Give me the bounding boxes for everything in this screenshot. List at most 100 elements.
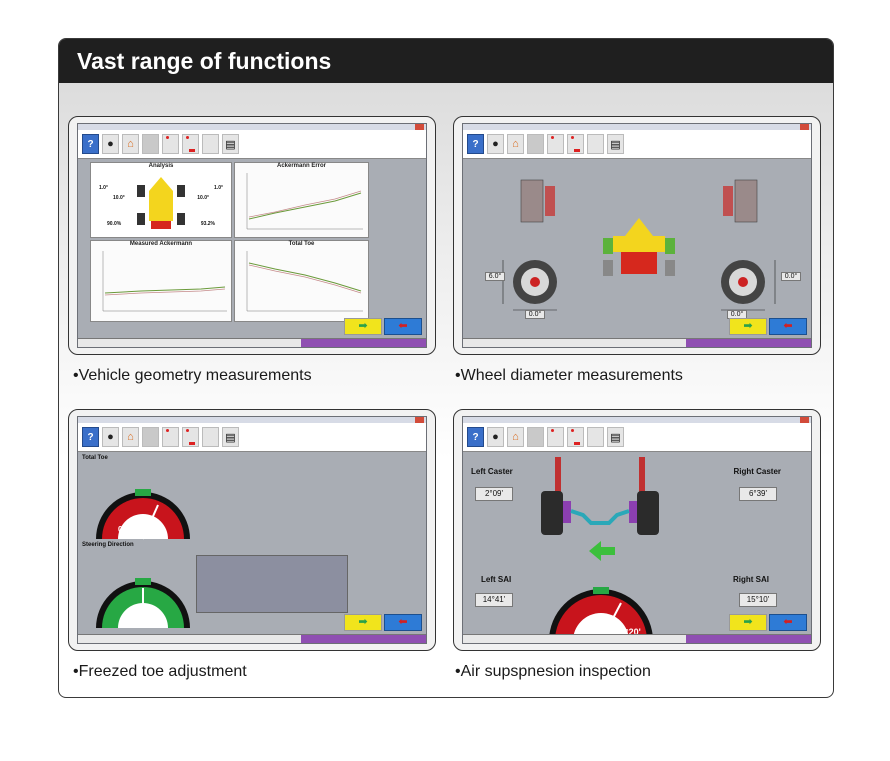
close-icon[interactable] <box>415 417 424 423</box>
arrow-right-icon: ➡ <box>358 616 368 628</box>
mode-indicator <box>685 339 811 347</box>
app-window: ? ● ⌂ ▤ Total Toe 0.20° Steering Directi… <box>77 416 427 644</box>
app-window: ? ● ⌂ ▤ Left Caster 2°09' Right Caster 6… <box>462 416 812 644</box>
steering-gauge-value: 0.0° <box>126 613 141 622</box>
functions-panel: Vast range of functions ? ● ⌂ ▤ Analysis <box>58 38 834 698</box>
back-button[interactable]: ⬅ <box>384 318 422 335</box>
title-bar <box>463 124 811 130</box>
caption-wheel-diameter: •Wheel diameter measurements <box>455 367 683 384</box>
tool-button[interactable] <box>527 134 544 154</box>
next-button[interactable]: ➡ <box>729 318 767 335</box>
toolbar: ? ● ⌂ ▤ <box>78 423 426 452</box>
reading-left-mid: 10.0° <box>113 195 125 201</box>
status-bar <box>78 634 426 643</box>
total-toe-label: Total Toe <box>82 455 108 461</box>
chart-title: Measured Ackermann <box>129 241 193 247</box>
left-caster-label: Left Caster <box>471 467 513 476</box>
next-button[interactable]: ➡ <box>729 614 767 631</box>
close-icon[interactable] <box>800 417 809 423</box>
measured-ackermann-chart: Measured Ackermann <box>90 240 232 322</box>
tool-button[interactable] <box>202 427 219 447</box>
toolbar: ? ● ⌂ ▤ <box>463 130 811 159</box>
chart-title: Ackermann Error <box>276 163 327 169</box>
wheel-icon[interactable]: ● <box>102 134 119 154</box>
total-toe-chart: Total Toe <box>234 240 369 322</box>
right-caster-value: 6°39' <box>739 487 777 501</box>
tool-button[interactable] <box>162 134 179 154</box>
close-icon[interactable] <box>415 124 424 130</box>
tool-button[interactable] <box>587 134 604 154</box>
caption-air-suspension: •Air supspnesion inspection <box>455 663 651 680</box>
wheel-icon[interactable]: ● <box>487 427 504 447</box>
tool-button[interactable] <box>142 134 159 154</box>
status-bar <box>463 634 811 643</box>
arrow-left-icon: ⬅ <box>398 616 408 628</box>
back-button[interactable]: ⬅ <box>769 318 807 335</box>
home-icon[interactable]: ⌂ <box>122 134 139 154</box>
right-sai-value: 15°10' <box>739 593 777 607</box>
toolbar: ? ● ⌂ ▤ <box>78 130 426 159</box>
tool-button[interactable] <box>567 427 584 447</box>
mode-indicator <box>300 635 426 643</box>
close-icon[interactable] <box>800 124 809 130</box>
back-button[interactable]: ⬅ <box>384 614 422 631</box>
steering-gauge <box>96 578 190 628</box>
help-icon[interactable]: ? <box>467 427 484 447</box>
tool-button[interactable] <box>587 427 604 447</box>
right-caster-label: Right Caster <box>733 467 781 476</box>
tool-button[interactable] <box>567 134 584 154</box>
next-button[interactable]: ➡ <box>344 318 382 335</box>
left-caster-value: 2°09' <box>475 487 513 501</box>
tool-button[interactable] <box>202 134 219 154</box>
arrow-right-icon: ➡ <box>358 320 368 332</box>
steering-direction-label: Steering Direction <box>82 542 134 548</box>
chart-title: Total Toe <box>288 241 315 247</box>
reading-left-low: 90.0% <box>107 221 122 227</box>
wheel-icon[interactable]: ● <box>102 427 119 447</box>
toe-gauge-value: 0.20° <box>118 525 137 534</box>
report-icon[interactable]: ▤ <box>607 134 624 154</box>
screenshot-wheel-diameter: ? ● ⌂ ▤ <box>453 116 821 355</box>
next-button[interactable]: ➡ <box>344 614 382 631</box>
chart-title: Analysis <box>148 163 174 169</box>
help-icon[interactable]: ? <box>82 134 99 154</box>
mode-indicator <box>685 635 811 643</box>
sai-gauge-value: -0°20' <box>617 627 641 637</box>
toe-gauge <box>96 489 190 540</box>
tool-button[interactable] <box>547 427 564 447</box>
home-icon[interactable]: ⌂ <box>507 427 524 447</box>
title-bar <box>78 417 426 423</box>
wheel-icon[interactable]: ● <box>487 134 504 154</box>
screenshot-air-suspension: ? ● ⌂ ▤ Left Caster 2°09' Right Caster 6… <box>453 409 821 651</box>
wheel-diameter-diagram <box>502 179 776 311</box>
report-icon[interactable]: ▤ <box>222 134 239 154</box>
tool-button[interactable] <box>142 427 159 447</box>
tool-button[interactable] <box>527 427 544 447</box>
left-width-value: 0.0° <box>525 310 545 319</box>
status-bar <box>78 338 426 347</box>
title-bar <box>463 417 811 423</box>
tool-button[interactable] <box>162 427 179 447</box>
ackermann-error-plot <box>246 173 363 230</box>
report-icon[interactable]: ▤ <box>607 427 624 447</box>
left-diameter-value: 6.0° <box>485 272 505 281</box>
app-window: ? ● ⌂ ▤ <box>462 123 812 348</box>
tool-button[interactable] <box>182 134 199 154</box>
arrow-left-icon: ⬅ <box>398 320 408 332</box>
home-icon[interactable]: ⌂ <box>507 134 524 154</box>
help-icon[interactable]: ? <box>82 427 99 447</box>
report-icon[interactable]: ▤ <box>222 427 239 447</box>
arrow-right-icon: ➡ <box>743 320 753 332</box>
caption-freezed-toe: •Freezed toe adjustment <box>73 663 247 680</box>
tool-button[interactable] <box>547 134 564 154</box>
help-icon[interactable]: ? <box>467 134 484 154</box>
back-button[interactable]: ⬅ <box>769 614 807 631</box>
home-icon[interactable]: ⌂ <box>122 427 139 447</box>
right-sai-label: Right SAI <box>733 575 769 584</box>
right-diameter-value: 0.0° <box>781 272 801 281</box>
reading-left-top: 1.0° <box>99 185 108 191</box>
tool-button[interactable] <box>182 427 199 447</box>
app-window: ? ● ⌂ ▤ Analysis <box>77 123 427 348</box>
title-bar <box>78 124 426 130</box>
panel-title: Vast range of functions <box>59 39 833 83</box>
